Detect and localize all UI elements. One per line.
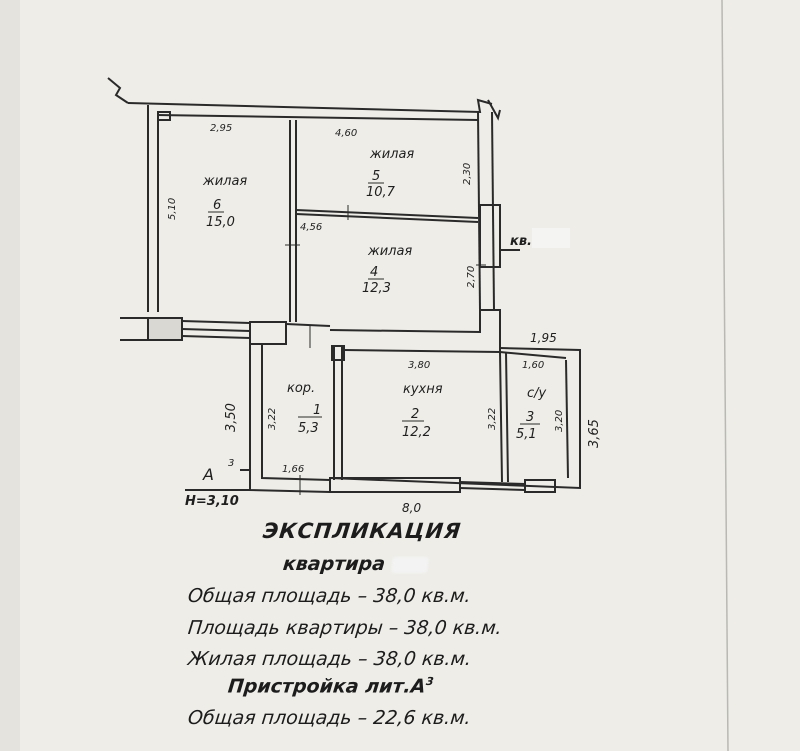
doorway-room4 bbox=[285, 323, 331, 327]
dim-ext-top: 1,95 bbox=[530, 331, 557, 345]
annex-inner-right bbox=[565, 359, 569, 479]
balcony-label: кв. bbox=[510, 234, 532, 249]
annex-inner-top bbox=[499, 351, 567, 359]
dim-corridor-bottom: 1,66 bbox=[282, 464, 304, 475]
wall-pier-right bbox=[479, 204, 501, 268]
kitchen-top-wall bbox=[343, 349, 501, 353]
dim-room4-right: 2,70 bbox=[466, 266, 477, 288]
room2-area: 12,2 bbox=[402, 425, 431, 440]
right-wall-outer bbox=[491, 111, 495, 311]
dim-ext-right: 3,65 bbox=[587, 419, 602, 448]
room2-type: кухня bbox=[403, 382, 443, 397]
room4-number: 4 bbox=[370, 265, 378, 280]
room5-type: жилая bbox=[369, 147, 414, 162]
dim-kitchen-right: 3,22 bbox=[487, 408, 498, 430]
room3-number: 3 bbox=[526, 410, 534, 425]
dim-kitchen-top: 3,80 bbox=[408, 360, 430, 371]
dim-room5-right: 2,30 bbox=[462, 163, 473, 185]
top-wall-outer bbox=[127, 98, 493, 114]
wall-bottom-1 bbox=[329, 477, 461, 493]
window-room6 bbox=[181, 320, 251, 339]
room6-type: жилая bbox=[202, 174, 247, 189]
partition-kitchen-wc bbox=[499, 351, 509, 483]
dim-wc-right: 3,20 bbox=[554, 410, 565, 432]
redacted-patch bbox=[532, 228, 570, 248]
paper-sheet bbox=[20, 0, 800, 751]
room6-number: 6 bbox=[213, 198, 221, 213]
frame-line bbox=[721, 0, 729, 751]
dim-line bbox=[185, 469, 250, 491]
dim-top-right: 4,60 bbox=[335, 128, 357, 139]
dim-ext-bottom: 8,0 bbox=[402, 501, 421, 515]
partition-5-4 bbox=[295, 209, 479, 219]
room5-number: 5 bbox=[372, 169, 380, 184]
room2-number: 2 bbox=[411, 407, 419, 422]
dim-corridor-left: 3,22 bbox=[267, 408, 278, 430]
column bbox=[157, 111, 171, 121]
dim-ext-left: 3,50 bbox=[224, 403, 239, 432]
room1-number: 1 bbox=[313, 403, 321, 418]
room3-type: с/у bbox=[527, 386, 547, 401]
room5-area: 10,7 bbox=[366, 185, 396, 200]
partition-corridor-kitchen bbox=[333, 346, 343, 480]
dim-wc-top: 1,60 bbox=[522, 360, 544, 371]
fraction-bars bbox=[208, 182, 540, 425]
room4-area: 12,3 bbox=[362, 281, 391, 296]
room3-area: 5,1 bbox=[516, 427, 537, 442]
wall-pier-left bbox=[147, 317, 183, 341]
room1-type: кор. bbox=[287, 381, 315, 396]
annex-sup: 3 bbox=[228, 458, 234, 469]
annex-letter: А bbox=[202, 465, 214, 484]
partition-5-4b bbox=[295, 213, 479, 223]
room6-area: 15,0 bbox=[206, 215, 235, 230]
wall-bottom-2 bbox=[524, 479, 556, 493]
annex-height: Н=3,10 bbox=[185, 494, 239, 509]
annex-inner-left bbox=[261, 344, 331, 481]
bottom-wall-room4 bbox=[329, 309, 501, 352]
wall-pier-center bbox=[249, 321, 287, 345]
dim-ticks bbox=[299, 325, 311, 495]
room1-area: 5,3 bbox=[298, 421, 319, 436]
dim-top-left: 2,95 bbox=[210, 123, 232, 134]
top-wall-inner bbox=[156, 114, 479, 121]
pier-kitchen bbox=[331, 345, 345, 361]
wall-break-left bbox=[107, 77, 129, 104]
window-kitchen bbox=[459, 481, 526, 491]
dim-left-wall: 5,10 bbox=[167, 198, 178, 220]
room4-type: жилая bbox=[367, 244, 412, 259]
dim-room4-top: 4,56 bbox=[300, 222, 322, 233]
wall-break-right bbox=[487, 99, 501, 121]
door-ticks bbox=[285, 205, 486, 266]
